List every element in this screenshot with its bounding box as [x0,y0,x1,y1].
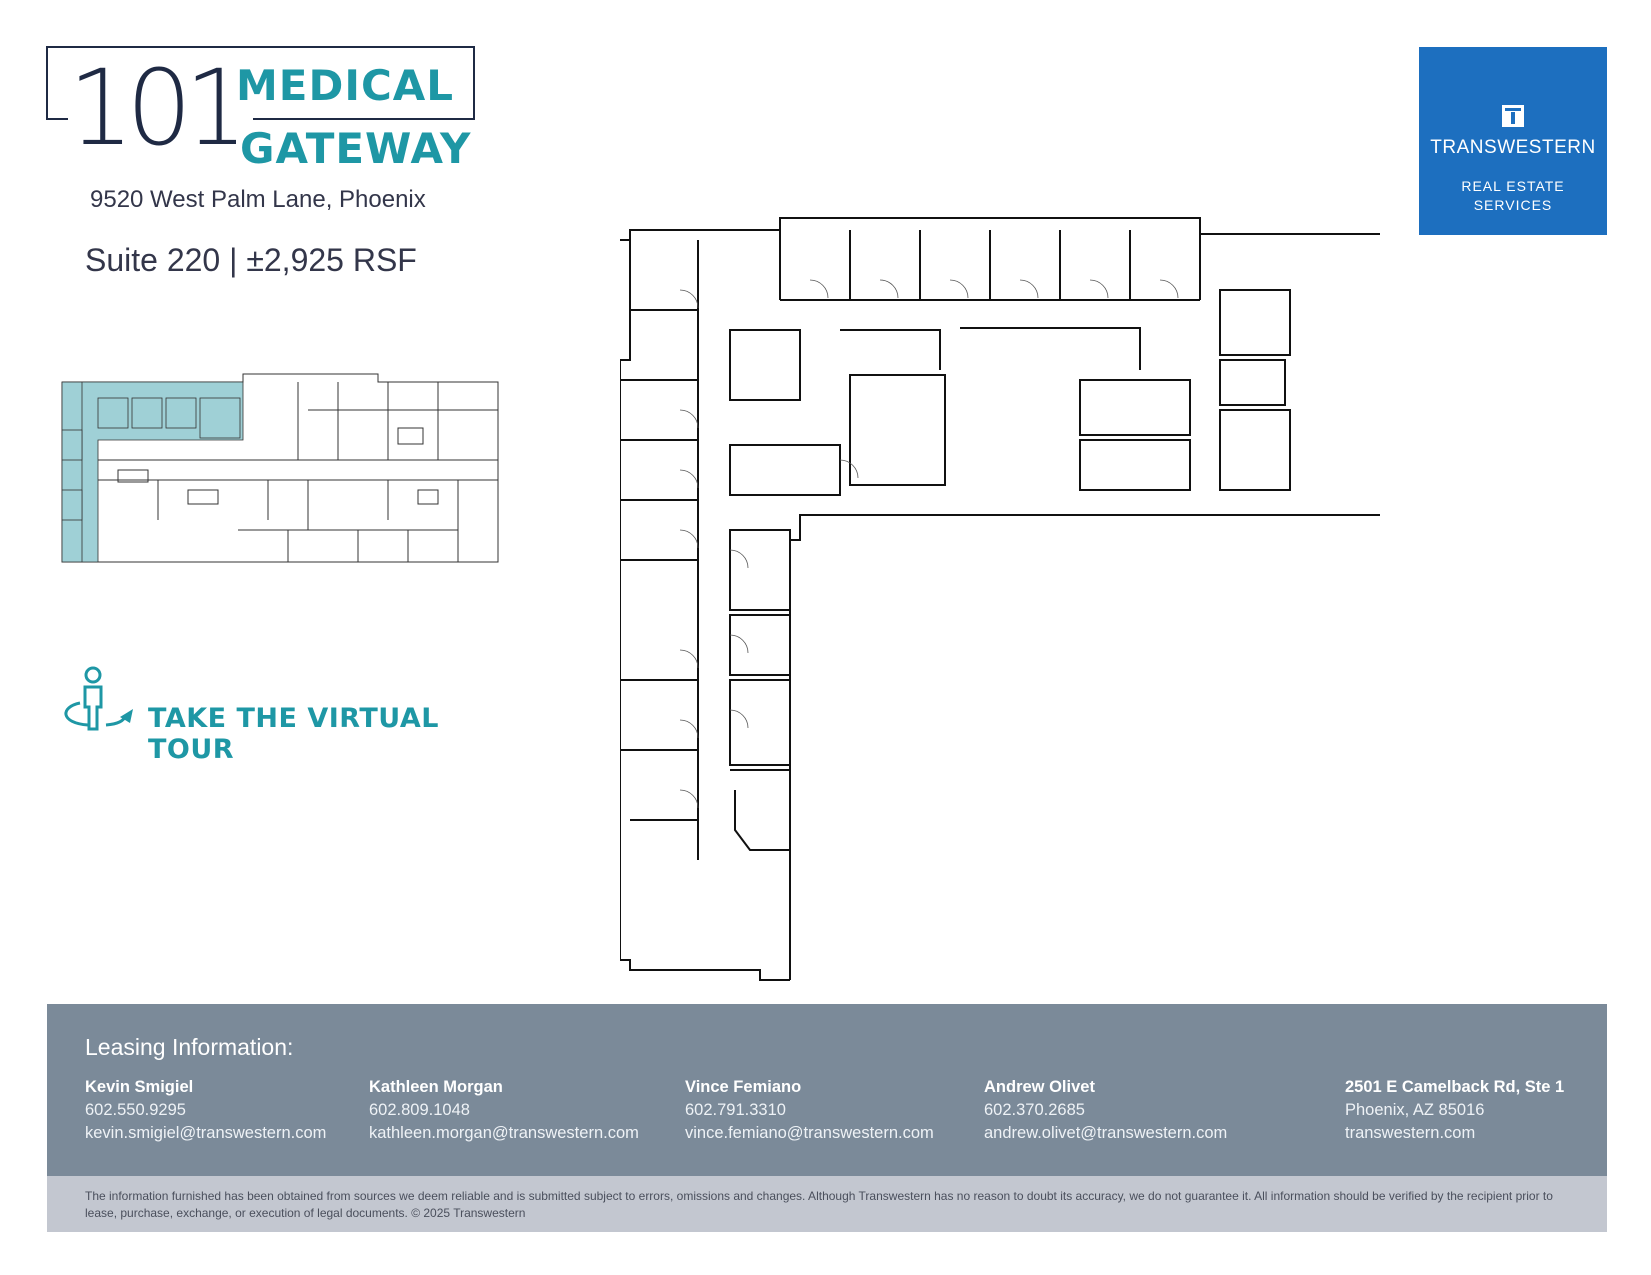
transwestern-t-icon [1502,105,1524,127]
contact-card: Andrew Olivet 602.370.2685 andrew.olivet… [984,1076,1227,1145]
property-logo: 101 MEDICAL GATEWAY [46,46,486,173]
leasing-title: Leasing Information: [85,1034,294,1060]
contact-email[interactable]: kevin.smigiel@transwestern.com [85,1124,327,1142]
contact-phone[interactable]: 602.791.3310 [685,1101,786,1119]
contact-email[interactable]: kathleen.morgan@transwestern.com [369,1124,639,1142]
office-address: 2501 E Camelback Rd, Ste 1 Phoenix, AZ 8… [1345,1076,1564,1145]
logo-word-medical: MEDICAL [236,61,455,110]
transwestern-logo: TRANSWESTERN REAL ESTATE SERVICES [1419,47,1607,235]
brand-tagline: REAL ESTATE SERVICES [1461,178,1565,213]
logo-number: 101 [68,56,253,160]
office-street: 2501 E Camelback Rd, Ste 1 [1345,1078,1565,1096]
logo-frame [46,46,475,120]
leasing-info-panel: Leasing Information: Kevin Smigiel 602.5… [47,1004,1607,1176]
contact-name: Kevin Smigiel [85,1078,194,1096]
virtual-tour-link[interactable]: TAKE THE VIRTUAL TOUR [58,665,528,765]
contact-name: Kathleen Morgan [369,1078,503,1096]
contact-phone[interactable]: 602.370.2685 [984,1101,1085,1119]
office-website[interactable]: transwestern.com [1345,1124,1476,1142]
contact-card: Kathleen Morgan 602.809.1048 kathleen.mo… [369,1076,639,1145]
contact-name: Andrew Olivet [984,1078,1095,1096]
suite-info: Suite 220 | ±2,925 RSF [85,242,417,278]
brand-name: TRANSWESTERN [1430,137,1596,158]
logo-word-gateway: GATEWAY [236,124,476,173]
virtual-tour-label[interactable]: TAKE THE VIRTUAL TOUR [148,703,439,765]
contact-phone[interactable]: 602.550.9295 [85,1101,186,1119]
contact-phone[interactable]: 602.809.1048 [369,1101,470,1119]
disclaimer-text: The information furnished has been obtai… [85,1189,1553,1220]
contact-card: Kevin Smigiel 602.550.9295 kevin.smigiel… [85,1076,326,1145]
building-key-plan [61,373,499,563]
property-address: 9520 West Palm Lane, Phoenix [90,186,426,213]
suite-floor-plan [620,217,1380,981]
contact-name: Vince Femiano [685,1078,802,1096]
disclaimer-panel: The information furnished has been obtai… [47,1176,1607,1232]
contact-card: Vince Femiano 602.791.3310 vince.femiano… [685,1076,934,1145]
contact-email[interactable]: vince.femiano@transwestern.com [685,1124,934,1142]
person-360-icon [64,666,133,731]
contact-email[interactable]: andrew.olivet@transwestern.com [984,1124,1228,1142]
office-city: Phoenix, AZ 85016 [1345,1101,1485,1119]
